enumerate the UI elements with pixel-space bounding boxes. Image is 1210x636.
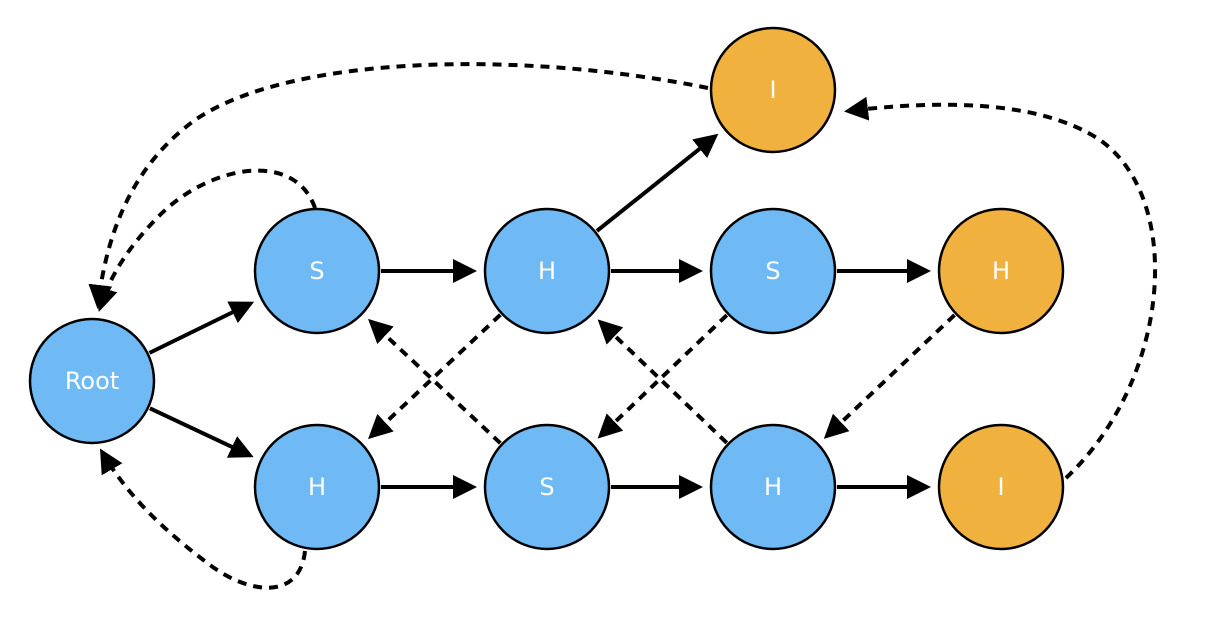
- node-circle-i1: [709, 26, 837, 154]
- edge-h1-to-h3: [368, 313, 502, 440]
- node-label-h2: H: [992, 257, 1010, 285]
- node-h1: H: [483, 207, 611, 335]
- edge-i1-to-root: [88, 62, 709, 309]
- node-circle-s2: [709, 207, 837, 335]
- node-label-h1: H: [538, 257, 556, 285]
- edge-s1-to-root: [94, 168, 317, 312]
- node-label-h4: H: [764, 473, 782, 501]
- node-i2: I: [937, 423, 1065, 551]
- node-label-i1: I: [769, 76, 776, 104]
- node-s1: S: [253, 207, 381, 335]
- node-s2: S: [709, 207, 837, 335]
- node-label-s2: S: [765, 257, 780, 285]
- node-label-root: Root: [65, 367, 119, 395]
- edge-h1-to-i1: [595, 133, 719, 233]
- node-root: Root: [28, 317, 156, 445]
- node-i1: I: [709, 26, 837, 154]
- node-h4: H: [709, 423, 837, 551]
- node-circle-h4: [709, 423, 837, 551]
- node-label-h3: H: [308, 473, 326, 501]
- edge-h2-to-h4: [823, 313, 956, 439]
- node-circle-s3: [483, 423, 611, 551]
- node-circle-h2: [937, 207, 1065, 335]
- edge-root-to-s1: [148, 301, 255, 355]
- edge-s2-to-s3: [597, 313, 729, 439]
- node-h3: H: [253, 423, 381, 551]
- edge-h3-to-root: [99, 448, 307, 590]
- node-circle-i2: [937, 423, 1065, 551]
- edge-i2-to-i1: [844, 96, 1158, 480]
- node-s3: S: [483, 423, 611, 551]
- node-circle-h1: [483, 207, 611, 335]
- node-label-s3: S: [539, 473, 554, 501]
- edges-layer: [88, 62, 1158, 590]
- node-label-i2: I: [997, 473, 1004, 501]
- node-label-s1: S: [309, 257, 324, 285]
- edge-h4-to-h1: [597, 319, 729, 445]
- node-circle-root: [28, 317, 156, 445]
- edge-root-to-h3: [149, 406, 254, 458]
- node-h2: H: [937, 207, 1065, 335]
- node-circle-h3: [253, 423, 381, 551]
- edge-s3-to-s1: [368, 318, 502, 445]
- node-circle-s1: [253, 207, 381, 335]
